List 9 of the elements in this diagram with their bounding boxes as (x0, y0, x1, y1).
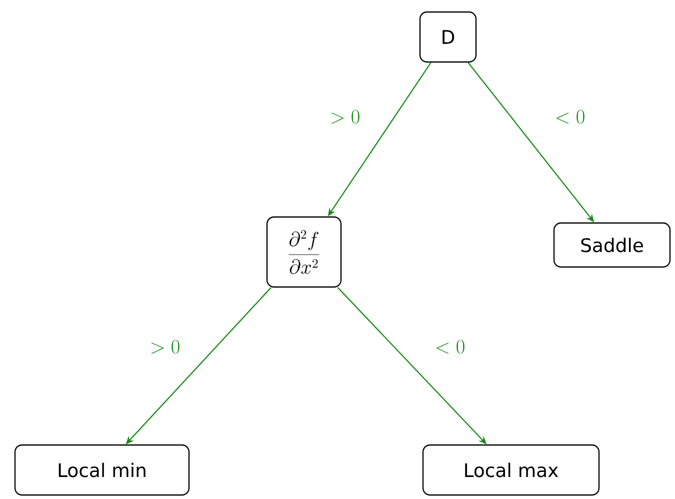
node-box: D (419, 11, 477, 63)
edge-label: $> 0$ (328, 109, 362, 125)
node-box: Local max (422, 444, 600, 496)
node-box: Local min (14, 444, 190, 496)
edge-label: $< 0$ (554, 109, 586, 125)
edge-label: $> 0$ (148, 339, 182, 355)
node-box: $\frac{\partial^2 f}{\partial x^2}$ (266, 216, 342, 288)
node-box: Saddle (553, 222, 671, 268)
edge-label: $< 0$ (434, 339, 466, 355)
